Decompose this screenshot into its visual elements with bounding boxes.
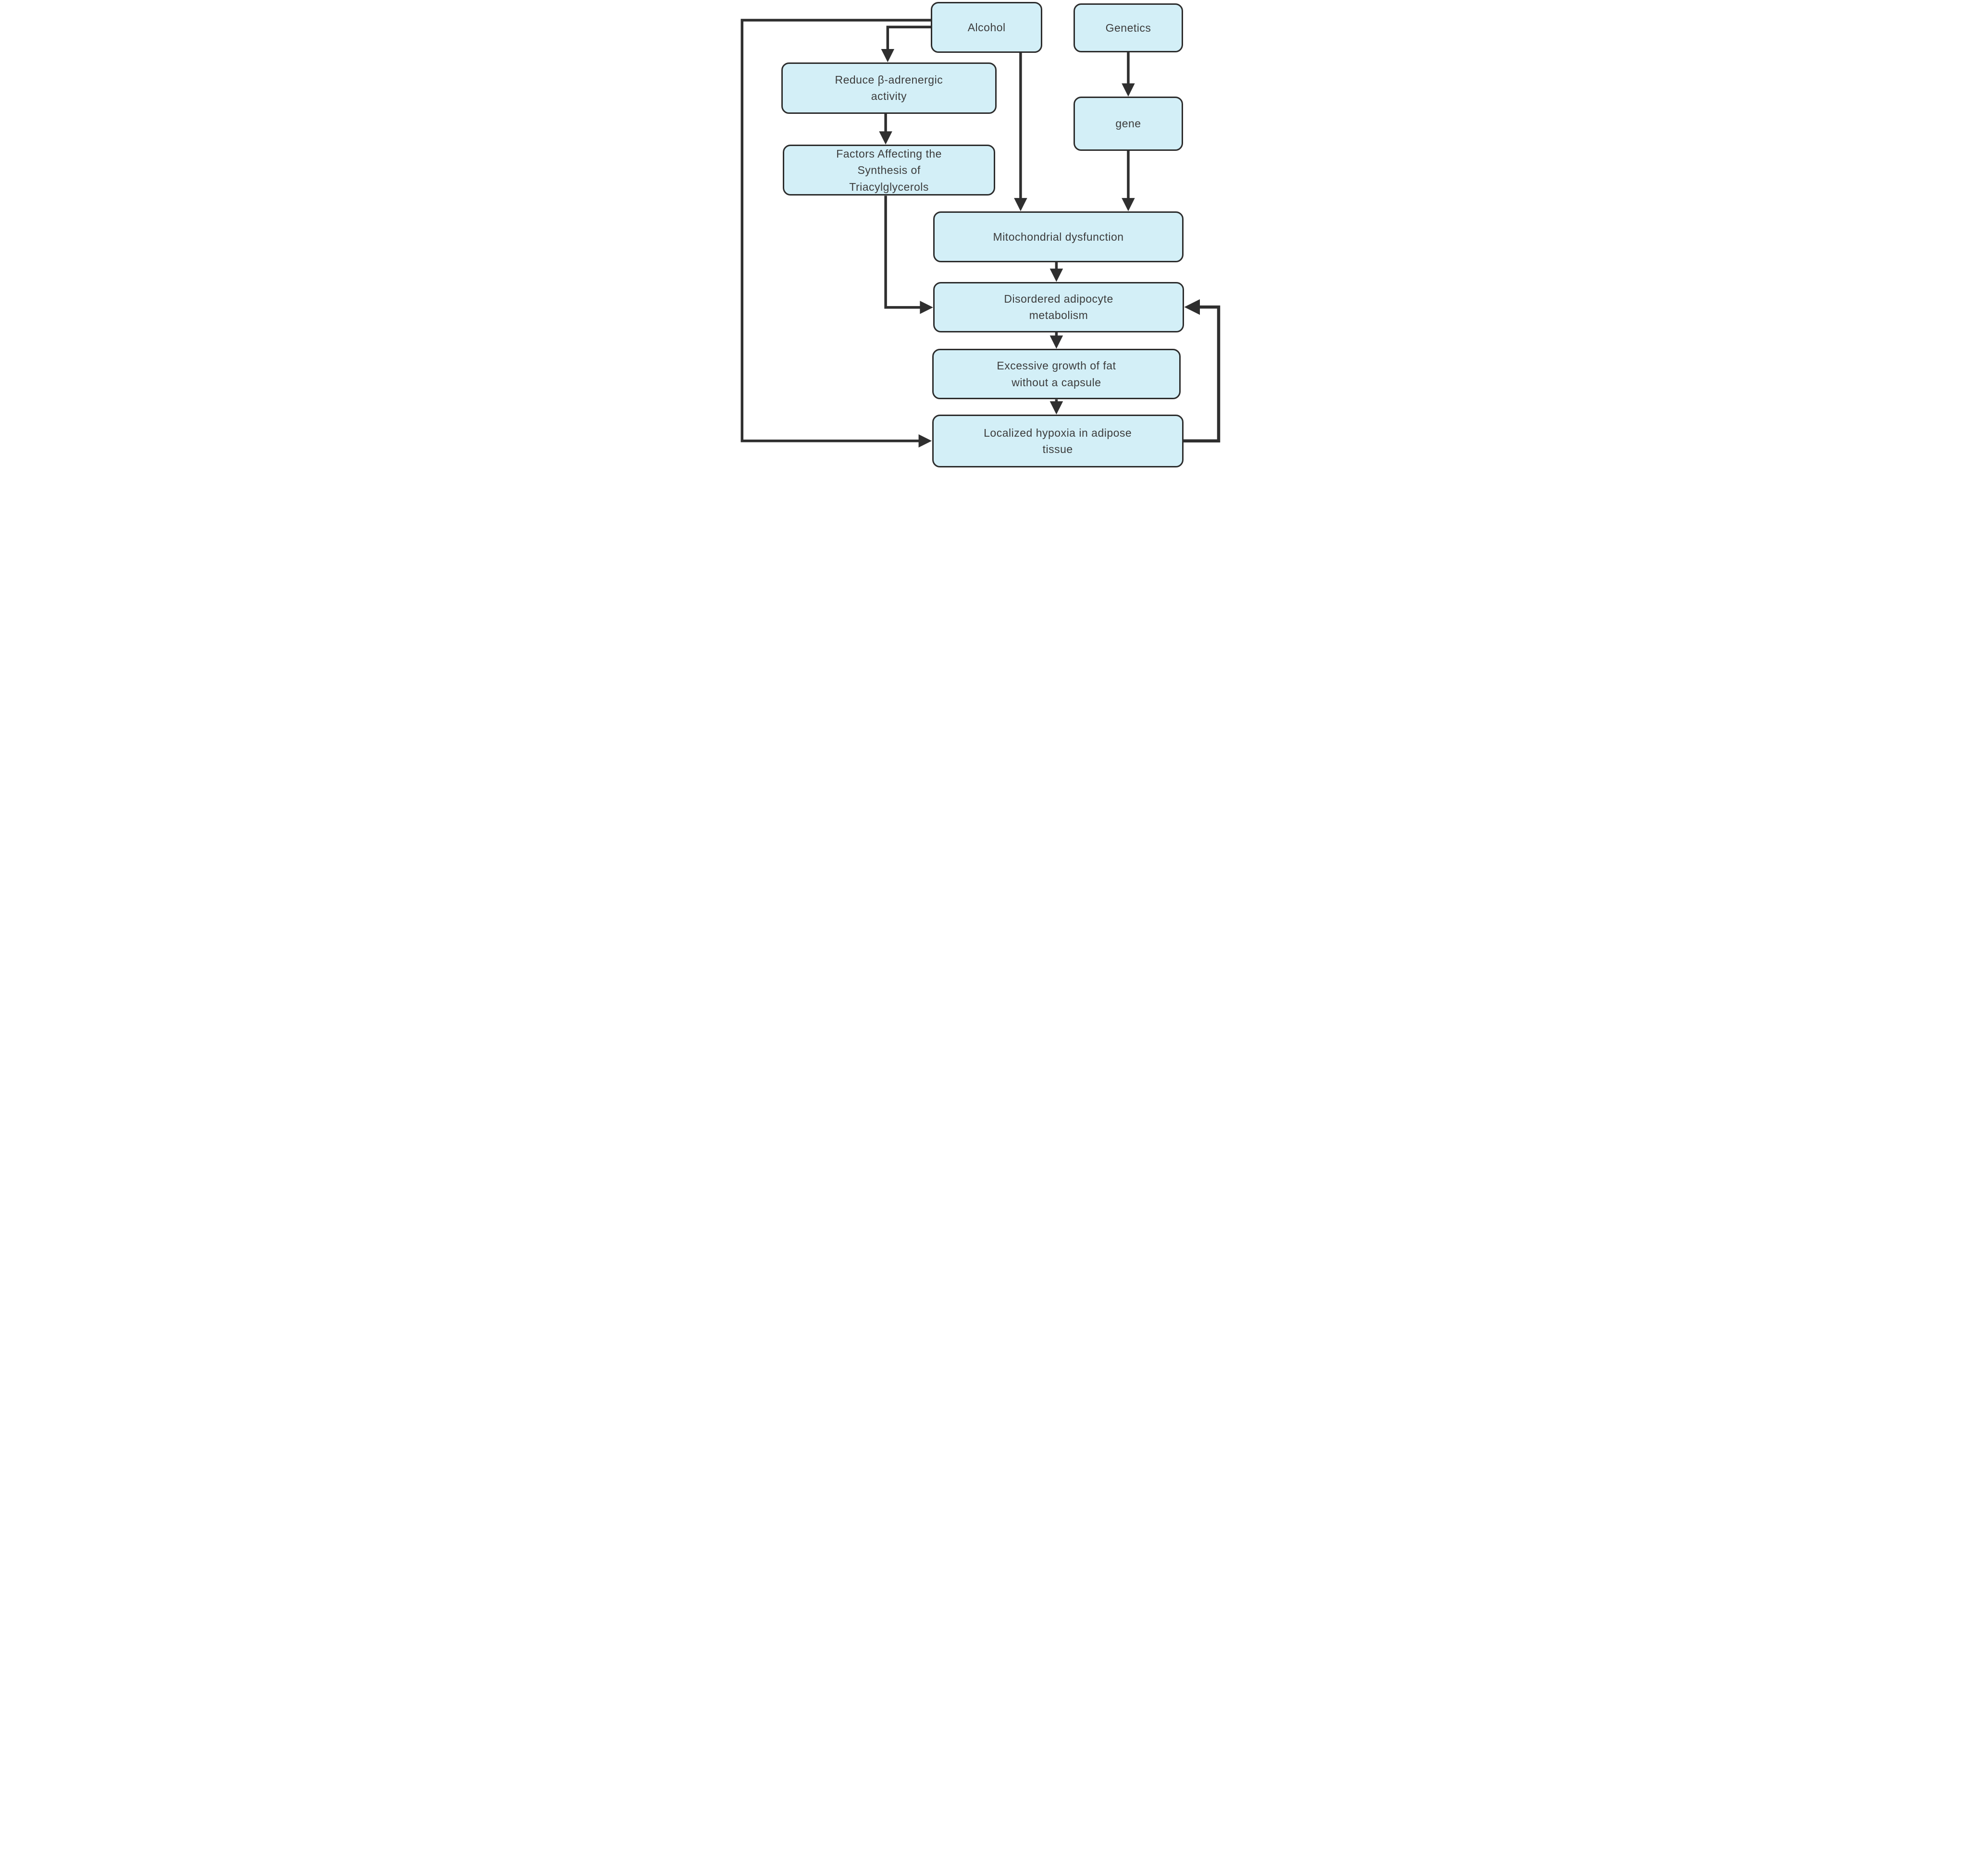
edge-alcohol-reduce <box>881 25 931 62</box>
node-alcohol: Alcohol <box>931 2 1043 53</box>
node-genetics: Genetics <box>1073 3 1184 52</box>
flowchart-canvas: Alcohol Genetics Reduce β-adrenergic act… <box>736 0 1226 469</box>
node-factors-affecting-triacylglycerol-synthesis: Factors Affecting the Synthesis of Triac… <box>782 145 996 196</box>
edge-alcohol-localized <box>740 19 932 448</box>
edge-factors-disordered <box>884 196 933 314</box>
node-excessive-fat-growth-without-capsule: Excessive growth of fat without a capsul… <box>932 349 1181 400</box>
node-mitochondrial-dysfunction: Mitochondrial dysfunction <box>933 211 1184 262</box>
node-disordered-adipocyte-metabolism: Disordered adipocyte metabolism <box>933 282 1184 332</box>
node-gene: gene <box>1073 97 1184 151</box>
node-localized-hypoxia-adipose-tissue: Localized hypoxia in adipose tissue <box>932 415 1184 467</box>
edges-layer <box>740 19 1221 448</box>
edge-localized-disordered <box>1183 299 1221 443</box>
node-reduce-beta-adrenergic-activity: Reduce β-adrenergic activity <box>781 62 997 114</box>
